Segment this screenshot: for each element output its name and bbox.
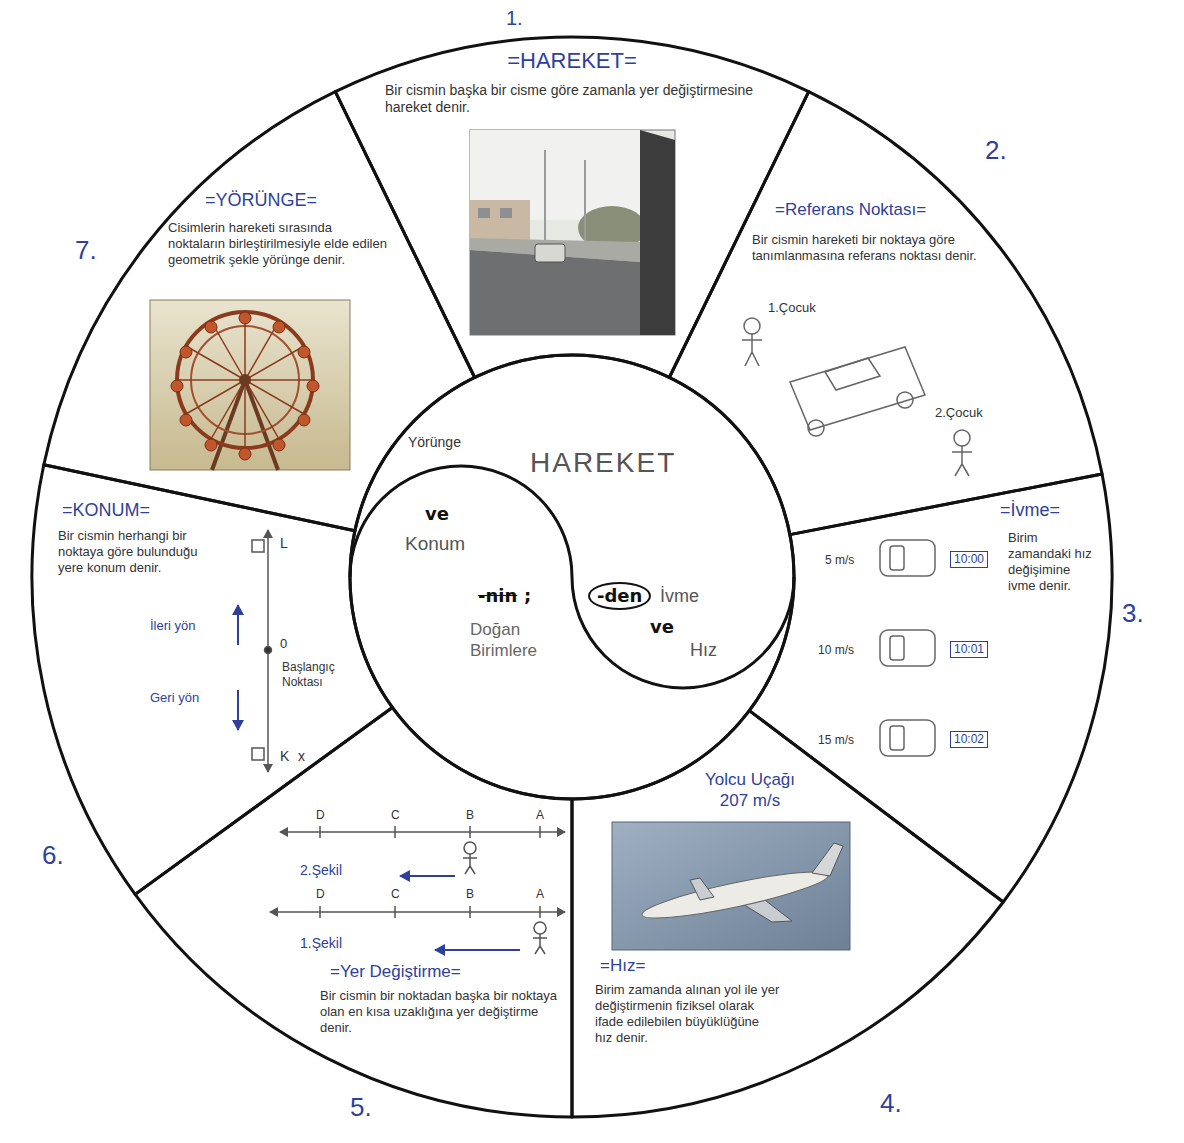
sector-title: =KONUM= [62,500,150,522]
sector-outline [749,473,1112,902]
center-text: Doğan Birimlere [470,620,570,661]
reference-drawing [742,318,972,476]
center-text: Hız [690,640,717,662]
center-suffix: -nin [478,585,517,607]
drawing-label: 5 m/s [825,553,854,568]
sector-title: =Referans Noktası= [775,200,926,221]
center-text: Konum [405,532,465,555]
airplane-photo [612,822,850,950]
sector-wedge: 7. =YÖRÜNGE= Cisimlerin hareketi sırasında… [43,91,475,531]
center-text: Yörünge [408,434,461,451]
sector-body: Bir cismin başka bir cisme göre zamanla … [385,82,760,116]
callout-number: 7. [75,235,97,267]
callout-number: 5. [350,1092,372,1124]
sector-title: =HAREKET= [442,48,702,75]
callout-number: 3. [1122,598,1144,630]
drawing-label: Başlangıç Noktası [282,660,362,689]
drawing-label: L [280,535,288,552]
sector-wedge: 3.=İvme=Birim zamandaki hız değişimine i… [749,473,1112,902]
center-circle: HAREKETYörüngeveKonum-nin;-denİvmeDoğan … [350,355,794,799]
callout-number: 6. [42,840,64,872]
sector-title: =İvme= [1000,500,1060,522]
position-line [238,530,272,772]
drawing-label: İleri yön [150,618,196,634]
sector-outline [135,707,573,1117]
drawing-label: 10:01 [950,641,988,658]
drawing-label: 0 [280,636,287,652]
sector-title: =YÖRÜNGE= [205,190,317,212]
sector-outline [43,91,475,531]
drawing-label: x [298,748,305,765]
sector-outline [669,91,1103,535]
sector-wedge: 5.=Yer Değiştirme=Bir cismin bir noktada… [135,707,573,1117]
drawing-label: 10:00 [950,551,988,568]
number-lines [270,826,565,954]
drawing-label: C [391,808,400,823]
drawing-label: D [316,887,325,902]
drawing-label: C [391,887,400,902]
drawing-label: K [280,748,289,765]
sector-title: =Hız= [600,956,645,977]
drawing-label: D [316,808,325,823]
center-suffix: ; [524,585,531,607]
sector-body: Bir cismin bir noktadan başka bir noktay… [320,988,560,1036]
drawing-label: B [466,887,474,902]
ferris-wheel-photo [150,300,350,470]
sector-body: Cisimlerin hareketi sırasında noktaların… [168,220,390,268]
sector-wedge: 2. =Referans Noktası= Bir cismin hareketi … [669,91,1103,535]
callout-number: 4. [880,1088,902,1120]
drawing-label: B [466,808,474,823]
drawing-label: 2.Şekil [300,862,342,879]
drawing-label: Geri yön [150,690,199,706]
drawing-label: A [536,808,544,823]
sector-body: Bir cismin hareketi bir noktaya göre tan… [752,232,977,264]
callout-number: 2. [985,135,1007,167]
drawing-label: A [536,887,544,902]
center-connector-word: ve [650,616,674,638]
center-circle-outline [350,355,794,799]
callout-number: 1. [506,6,523,30]
center-text: İvme [660,586,699,608]
drawing-label: 10 m/s [818,643,854,658]
sector-body: Bir cismin herhangi bir noktaya göre bul… [58,528,208,576]
drawing-label: 1.Şekil [300,935,342,952]
sector-body: Birim zamanda alınan yol ile yer değişti… [595,982,780,1045]
center-title: HAREKET [530,446,676,480]
sector-body: Birim zamandaki hız değişimine ivme deni… [1008,530,1100,593]
center-suffix: -den [588,582,651,610]
s-curve [350,466,794,688]
drawing-label: 10:02 [950,731,988,748]
center-connector-word: ve [425,503,449,525]
street-photo [470,130,675,335]
drawing-label: 2.Çocuk [935,405,983,421]
drawing-label: 15 m/s [818,733,854,748]
drawing-label: 1.Çocuk [768,300,816,316]
sector-wedge: 1.=HAREKET=Bir cismin başka bir cisme gö… [335,37,809,378]
acceleration-cars [880,540,935,756]
sector-title: =Yer Değiştirme= [330,962,461,983]
drawing-label: Yolcu Uçağı 207 m/s [690,770,810,811]
